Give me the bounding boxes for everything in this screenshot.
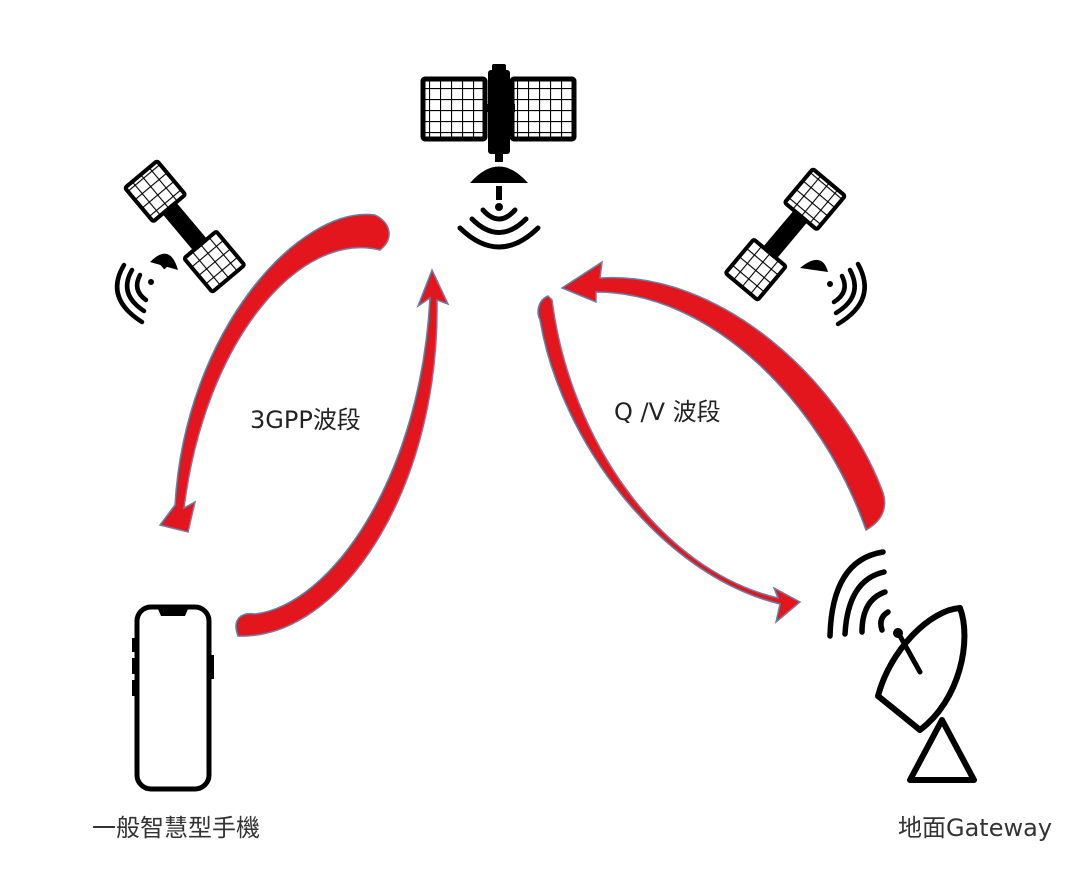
gateway-label: 地面Gateway xyxy=(898,814,1053,842)
band-3gpp-label: 3GPP波段 xyxy=(250,406,361,434)
band-qv-label: Q /V 波段 xyxy=(614,398,721,426)
left-satellite-icon xyxy=(114,159,246,325)
satellite-dish-icon xyxy=(827,549,977,783)
smartphone-icon xyxy=(132,604,214,792)
arrow-phone-to-satellite xyxy=(235,268,450,637)
right-satellite-icon xyxy=(724,167,867,327)
arrow-gateway-to-satellite xyxy=(560,260,886,532)
arrow-satellite-to-gateway xyxy=(537,295,802,624)
main-satellite-icon xyxy=(420,64,577,250)
phone-label: 一般智慧型手機 xyxy=(92,814,260,842)
arrow-satellite-to-phone xyxy=(158,213,390,533)
